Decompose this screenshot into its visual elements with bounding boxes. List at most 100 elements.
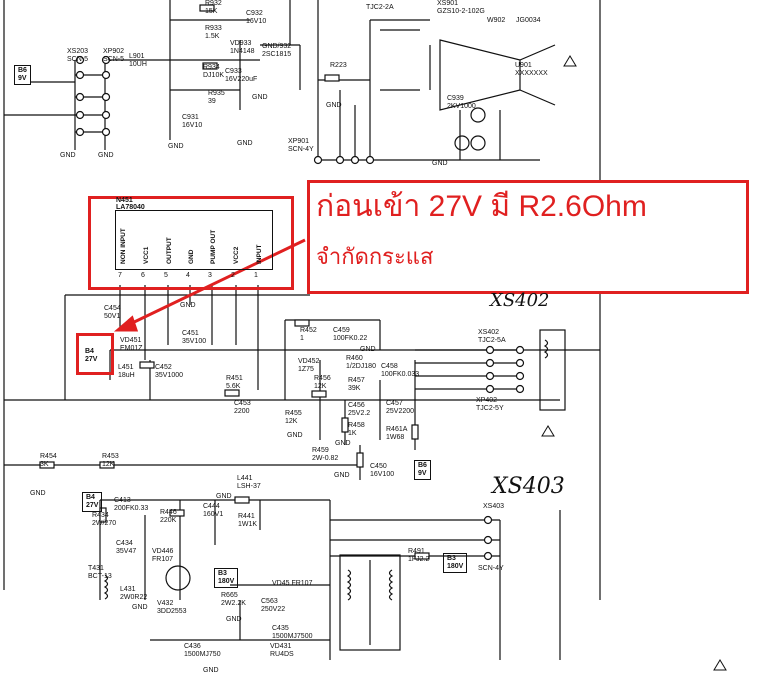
- label-scn4y: SCN-4Y: [478, 565, 504, 572]
- gnd-label: GND: [335, 440, 351, 447]
- gnd-label: GND: [432, 160, 448, 167]
- label-xs403: XS403: [483, 503, 505, 510]
- gnd-label: GND: [30, 490, 46, 497]
- gnd-label: GND: [98, 152, 114, 159]
- ic-pin-vcc1: VCC1: [143, 246, 150, 264]
- label-b6-top: B6 9V: [14, 65, 31, 85]
- label-r934: R934 DJ10K: [203, 64, 225, 79]
- label-vd431: VD431 RU4DS: [270, 643, 294, 658]
- annotation-line1: ก่อนเข้า 27V มี R2.6Ohm: [316, 190, 647, 223]
- gnd-label: GND: [326, 102, 342, 109]
- label-r458: R458 1K: [348, 422, 365, 437]
- label-b4-mid: B4 27V: [85, 348, 98, 363]
- label-c436: C436 1500MJ750: [184, 643, 221, 658]
- ic-pin-number-5: 5: [164, 272, 168, 279]
- label-c452: C452 35V1000: [155, 364, 184, 379]
- label-b3-right: B3 180V: [443, 553, 468, 573]
- label-xs203: XS203 SCN-5: [67, 48, 89, 63]
- gnd-label: GND: [216, 493, 232, 500]
- label-c931: C931 16V10: [182, 114, 203, 129]
- label-r456: R456 12K: [314, 375, 331, 390]
- ic-ref: N451: [116, 197, 133, 204]
- label-l901: L901 10UH: [129, 53, 147, 68]
- label-c413: C413 200FK0.33: [114, 497, 149, 512]
- label-xp902: XP902 SCN-5: [103, 48, 125, 63]
- gnd-label: GND: [60, 152, 76, 159]
- label-r446: R446 220K: [160, 509, 177, 524]
- label-c563: C563 250V22: [261, 598, 286, 613]
- gnd-label: GND: [360, 346, 376, 353]
- label-r434: R434 2W/270: [92, 512, 117, 527]
- gnd-label: GND: [132, 604, 148, 611]
- label-c434: C434 35V47: [116, 540, 137, 555]
- label-r455: R455 12K: [285, 410, 302, 425]
- label-c454: C454 50V1: [104, 305, 121, 320]
- gnd-label: GND: [180, 302, 196, 309]
- label-r453: R453 12K: [102, 453, 119, 468]
- gnd-label: GND: [203, 667, 219, 674]
- label-c939: C939 2KV1000: [447, 95, 476, 110]
- label-r932: R932 15K: [205, 0, 222, 15]
- gnd-label: GND: [252, 94, 268, 101]
- label-vd933: VD933 1N4148: [230, 40, 255, 55]
- label-r441: R441 1W1K: [238, 513, 258, 528]
- annotation-callout: ก่อนเข้า 27V มี R2.6Ohm จำกัดกระแส: [307, 180, 749, 294]
- ic-pin-number-4: 4: [186, 272, 190, 279]
- label-vd45: VD45 FR107: [272, 580, 313, 587]
- label-t431: T431 BCT-13: [88, 565, 112, 580]
- ic-pin-number-2: 2: [231, 272, 235, 279]
- ic-pin-number-1: 1: [254, 272, 258, 279]
- label-c933: C933 16V220uF: [225, 68, 258, 83]
- label-b6-mid: B6 9V: [414, 460, 431, 480]
- label-vd452: VD452 1Z75: [298, 358, 320, 373]
- label-l431: L431 2W0R22: [120, 586, 148, 601]
- handwritten-xs402: XS402: [490, 290, 550, 311]
- ic-pin-gnd: GND: [188, 249, 195, 264]
- label-v432: V432 3DD2553: [157, 600, 187, 615]
- label-tjc: TJC2-2A: [366, 4, 394, 11]
- ic-pin-number-3: 3: [208, 272, 212, 279]
- gnd-label: GND: [237, 140, 253, 147]
- label-r933: R933 1.5K: [205, 25, 222, 40]
- label-r665: R665 2W2.2K: [221, 592, 246, 607]
- label-xp402: XP402 TJC2-5Y: [476, 397, 504, 412]
- label-c459: C459 100FK0.22: [333, 327, 368, 342]
- annotation-line2: จำกัดกระแส: [316, 244, 434, 269]
- ic-highlight-box: [88, 196, 294, 290]
- label-r454: R454 3K: [40, 453, 57, 468]
- label-vd446: VD446 FR107: [152, 548, 174, 563]
- label-jg0034: JG0034: [516, 17, 541, 24]
- label-r461a: R461A 1W68: [386, 426, 408, 441]
- label-b4-low: B4 27V: [82, 492, 103, 512]
- ic-pin-number-6: 6: [141, 272, 145, 279]
- label-r457: R457 39K: [348, 377, 365, 392]
- label-xs901: XS901 GZS10-2-102G: [437, 0, 485, 15]
- label-xp901: XP901 SCN-4Y: [288, 138, 314, 153]
- ic-body: [115, 210, 273, 270]
- label-l441: L441 LSH-37: [237, 475, 261, 490]
- label-c457: C457 25V2200: [386, 400, 415, 415]
- label-u901: U901 XXXXXXX: [515, 62, 548, 77]
- gnd-label: GND: [226, 616, 242, 623]
- b4-highlight-box: [76, 333, 114, 375]
- label-r491: R491 1FJ2.2: [408, 548, 430, 563]
- gnd-label: GND: [168, 143, 184, 150]
- label-r223: R223: [330, 62, 347, 69]
- label-r451: R451 5.6K: [226, 375, 243, 390]
- gnd-label: GND: [334, 472, 350, 479]
- label-c453: C453 2200: [234, 400, 251, 415]
- ic-pin-number-7: 7: [118, 272, 122, 279]
- ic-pin-pump-out: PUMP OUT: [210, 229, 217, 264]
- gnd-label: GND: [287, 432, 303, 439]
- ic-pin-output: OUTPUT: [166, 237, 173, 264]
- label-l451: L451 18uH: [118, 364, 135, 379]
- label-b3-low: B3 180V: [214, 568, 239, 588]
- label-v932: GND/932 2SC1815: [262, 43, 292, 58]
- label-c451: C451 35V100: [182, 330, 207, 345]
- ic-part: LA78040: [116, 204, 145, 211]
- label-c450: C450 16V100: [370, 463, 395, 478]
- label-c456: C456 25V2.2: [348, 402, 371, 417]
- label-r460: R460 1/2DJ180: [346, 355, 376, 370]
- ic-pin-vcc2: VCC2: [233, 246, 240, 264]
